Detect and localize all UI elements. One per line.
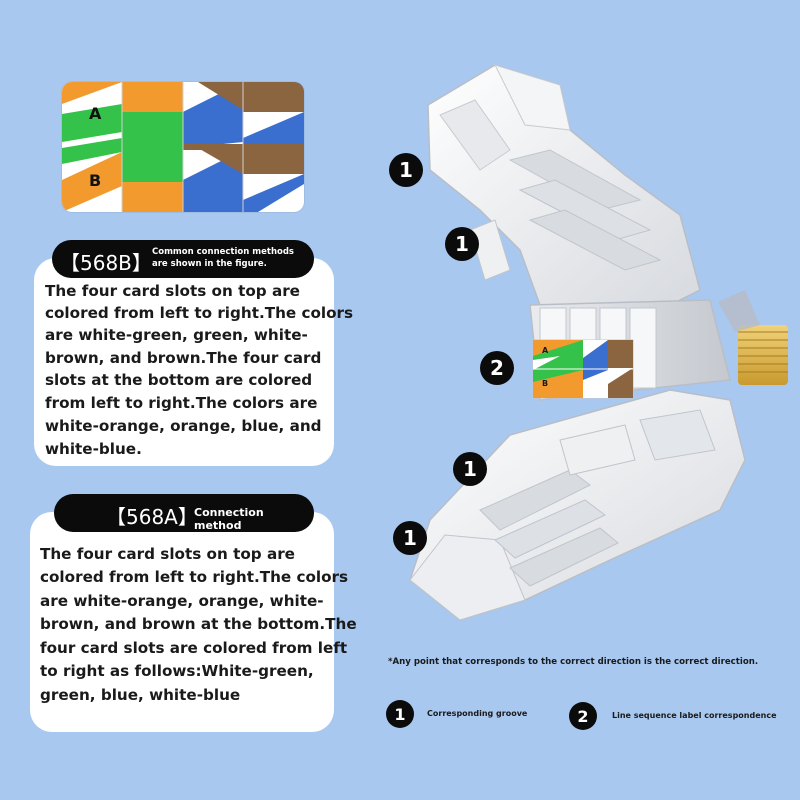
note-568a: Connection method bbox=[194, 506, 264, 532]
title-568b: 【568B】 bbox=[60, 251, 152, 275]
legend-label-1: Corresponding groove bbox=[427, 709, 528, 718]
stripe-brown bbox=[198, 148, 243, 174]
stripe-white bbox=[243, 112, 304, 138]
module-color-label bbox=[532, 339, 634, 399]
text-568a-line-6: to right as follows:White-green, bbox=[40, 662, 314, 680]
callout-badge-1-top: 1 bbox=[389, 153, 423, 187]
text-568b-line-7: white-orange, orange, blue, and bbox=[45, 417, 322, 435]
callout-badge-1-bottom: 1 bbox=[393, 521, 427, 555]
row-label-b: B bbox=[89, 171, 102, 190]
callout-badge-2: 2 bbox=[480, 351, 514, 385]
wiring-module: A B bbox=[529, 290, 788, 401]
card-568a bbox=[30, 512, 334, 732]
text-568a-line-1: The four card slots on top are bbox=[40, 545, 295, 563]
stripe-orange bbox=[62, 152, 122, 212]
text-568a-line-2: colored from left to right.The colors bbox=[40, 568, 349, 586]
title-pill-568b: 【568B】 Common connection methods are sho… bbox=[52, 240, 314, 278]
note-568b-line2: are shown in the figure. bbox=[152, 259, 267, 269]
stripe-white bbox=[258, 184, 304, 212]
color-code-svg bbox=[62, 82, 304, 212]
stripe-orange bbox=[62, 82, 122, 104]
text-568a-line-7: green, blue, white-blue bbox=[40, 686, 241, 704]
legend-label-2: Line sequence label correspondence bbox=[612, 711, 777, 720]
direction-note: *Any point that corresponds to the corre… bbox=[388, 657, 759, 667]
text-568b-line-4: brown, and brown.The four card bbox=[45, 349, 322, 367]
callout-badge-1-lower: 1 bbox=[453, 452, 487, 486]
stripe-white bbox=[243, 174, 304, 200]
stripe-green bbox=[62, 104, 122, 142]
gold-contacts bbox=[718, 290, 788, 385]
lower-shell bbox=[409, 389, 746, 621]
note-568b-line1: Common connection methods bbox=[152, 247, 294, 257]
cell-brown-top bbox=[243, 82, 304, 112]
text-568b-line-6: from left to right.The colors are bbox=[45, 394, 318, 412]
cell-orange-bottom bbox=[122, 182, 183, 212]
upper-shell bbox=[427, 64, 701, 316]
cell-brown-sliver bbox=[183, 144, 243, 150]
module-label-b: B bbox=[542, 379, 548, 388]
cell-green bbox=[122, 112, 183, 182]
legend-badge-1: 1 bbox=[386, 700, 414, 728]
text-568b-line-3: are white-green, green, white- bbox=[45, 326, 308, 344]
text-568a-line-4: brown, and brown at the bottom.The bbox=[40, 615, 357, 633]
text-568a-line-3: are white-orange, orange, white- bbox=[40, 592, 324, 610]
cell-brown-mid bbox=[243, 144, 304, 174]
text-568a-line-5: four card slots are colored from left bbox=[40, 639, 348, 657]
card-568b bbox=[34, 258, 334, 466]
callout-badge-1-upper: 1 bbox=[445, 227, 479, 261]
color-code-grid: A B bbox=[62, 82, 304, 212]
text-568b-line-5: slots at the bottom are colored bbox=[45, 371, 313, 389]
title-pill-568a: 【568A】 Connection method bbox=[54, 494, 314, 532]
stripe-white bbox=[62, 160, 102, 178]
stripe-green bbox=[62, 138, 122, 164]
legend-badge-2: 2 bbox=[569, 702, 597, 730]
text-568b-line-2: colored from left to right.The colors bbox=[45, 304, 354, 322]
connector-illustration: A B bbox=[409, 64, 788, 621]
module-label-a: A bbox=[542, 346, 549, 355]
row-label-a: A bbox=[89, 104, 102, 123]
text-568b-line-8: white-blue. bbox=[45, 440, 142, 458]
text-568b-line-1: The four card slots on top are bbox=[45, 282, 300, 300]
cell-orange-top bbox=[122, 82, 183, 112]
title-568a: 【568A】 bbox=[106, 505, 198, 529]
stripe-brown bbox=[198, 82, 243, 110]
